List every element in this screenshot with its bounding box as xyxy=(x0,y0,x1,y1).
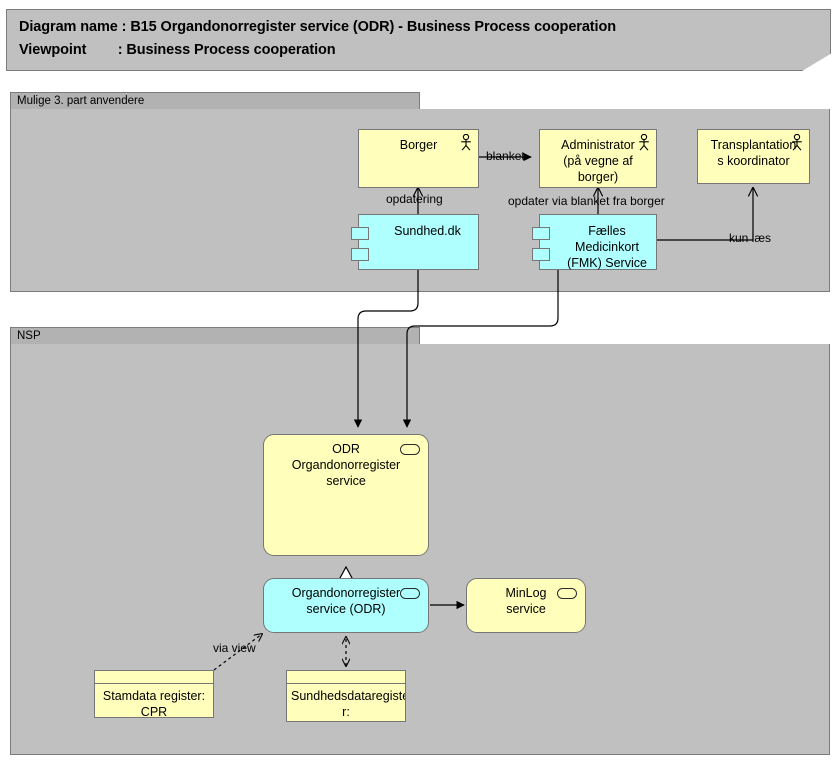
data-object-header xyxy=(95,671,213,684)
node-sundhedsdataregister-organdonorregister-label: Sundhedsdataregiste r: Organdonorregiste… xyxy=(291,689,406,719)
component-tab-top xyxy=(351,227,369,240)
node-minlog-service[interactable]: MinLog service xyxy=(466,578,586,633)
edge-label-blanket: blanket xyxy=(486,149,525,163)
component-tab-bottom xyxy=(532,248,550,261)
node-administrator[interactable]: Administrator (på vegne af borger) xyxy=(539,129,657,188)
node-borger-label: Borger xyxy=(399,138,438,152)
node-fmk-service-label: Fælles Medicinkort (FMK) Service xyxy=(567,224,647,270)
diagram-title-block: Diagram name : B15 Organdonorregister se… xyxy=(6,9,831,71)
node-stamdata-register-cpr[interactable]: Stamdata register: CPR xyxy=(94,670,214,718)
node-minlog-service-label: MinLog service xyxy=(505,586,547,616)
edge-label-via-view: via view xyxy=(213,641,256,655)
node-stamdata-register-cpr-label: Stamdata register: CPR xyxy=(102,689,206,718)
edge-label-opdatering: opdatering xyxy=(386,192,443,206)
group-third-party-tab: Mulige 3. part anvendere xyxy=(10,92,420,110)
service-icon xyxy=(400,444,420,455)
node-borger[interactable]: Borger xyxy=(358,129,479,188)
node-sundhed-dk-label: Sundhed.dk xyxy=(394,224,461,238)
node-administrator-label: Administrator (på vegne af borger) xyxy=(561,138,635,184)
node-odr-organdonorregister-service-label: ODR Organdonorregister service xyxy=(291,442,401,488)
group-nsp-tab: NSP xyxy=(10,327,420,345)
node-odr-organdonorregister-service[interactable]: ODR Organdonorregister service xyxy=(263,434,429,556)
service-icon xyxy=(557,588,577,599)
node-organdonorregister-service-odr[interactable]: Organdonorregister service (ODR) xyxy=(263,578,429,633)
edge-label-kun-laes: kun læs xyxy=(729,231,772,245)
diagram-name-line: Diagram name : B15 Organdonorregister se… xyxy=(19,19,616,35)
data-object-header xyxy=(287,671,405,684)
viewpoint-line: Viewpoint : Business Process cooperation xyxy=(19,42,336,58)
edge-label-opdater-via-blanket: opdater via blanket fra borger xyxy=(508,194,665,208)
node-fmk-service[interactable]: Fælles Medicinkort (FMK) Service xyxy=(532,214,657,270)
component-tab-top xyxy=(532,227,550,240)
node-sundhed-dk[interactable]: Sundhed.dk xyxy=(351,214,479,270)
node-transplantations-koordinator[interactable]: Transplantation s koordinator xyxy=(697,129,810,184)
node-organdonorregister-service-odr-label: Organdonorregister service (ODR) xyxy=(291,586,401,616)
node-transplantations-koordinator-label: Transplantation s koordinator xyxy=(710,138,797,168)
component-tab-bottom xyxy=(351,248,369,261)
service-icon xyxy=(400,588,420,599)
node-sundhedsdataregister-organdonorregister[interactable]: Sundhedsdataregiste r: Organdonorregiste… xyxy=(286,670,406,722)
